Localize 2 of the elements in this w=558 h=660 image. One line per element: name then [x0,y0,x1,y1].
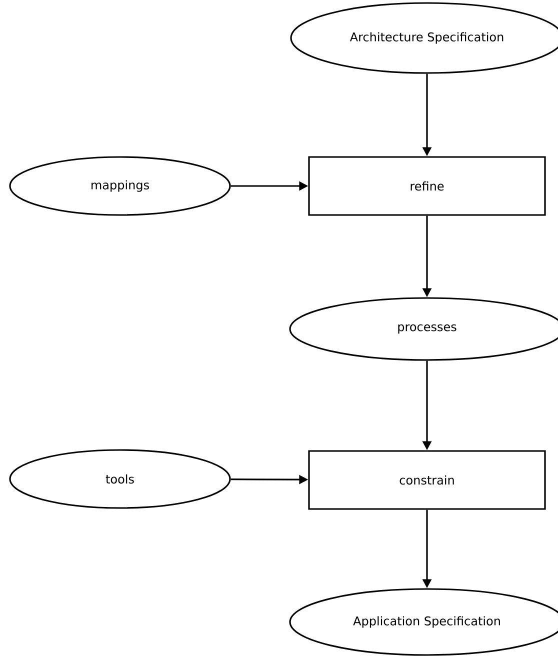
process-box: constrain [308,450,546,510]
process-box: refine [308,156,546,216]
